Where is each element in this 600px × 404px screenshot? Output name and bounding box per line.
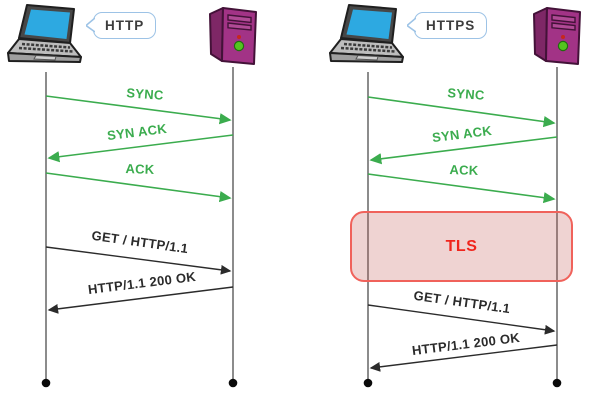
http-client-endpoint-dot [41,378,51,388]
laptop-touchpad [33,54,57,61]
server-drive-bay [227,22,252,31]
server-side-panel [209,7,224,62]
https-sync-label: SYNC [446,85,486,103]
https-ack-label: ACK [449,161,479,179]
laptop-screen [24,9,70,39]
http-synack-arrow [47,134,234,163]
http-ack-arrow [45,172,232,203]
server-power-led-red [237,35,241,39]
laptop-icon [7,4,82,63]
bubble-tail [407,17,416,33]
http-200ok-arrow [47,286,234,314]
server-power-led-red [561,35,565,39]
server-drive-bay [227,14,252,24]
tls-label: TLS [445,237,478,255]
server-power-button-green [233,40,245,52]
https-sync-arrow [367,96,556,128]
http-get-arrow [45,246,232,275]
bubble-tail [86,17,95,33]
server-side-panel [533,7,548,62]
https-synack-arrow [369,136,558,165]
https-server-endpoint-dot [552,378,562,388]
tls-handshake-box: TLS [350,211,573,282]
server-drive-bay [551,14,576,24]
laptop-icon [329,4,404,63]
http-protocol-bubble: HTTP [86,12,157,39]
http-ack-label: ACK [125,160,155,178]
server-drive-bay [551,22,576,31]
server-icon [533,7,581,65]
https-200ok-arrow [369,344,558,372]
server-icon [209,7,257,65]
http-server-endpoint-dot [228,378,238,388]
https-get-arrow [367,304,556,335]
https-ack-arrow [367,173,556,204]
https-protocol-bubble: HTTPS [407,12,488,39]
https-protocol-label: HTTPS [426,18,476,33]
http-protocol-label: HTTP [105,18,145,33]
http-sync-arrow [45,95,232,125]
https-client-endpoint-dot [363,378,373,388]
laptop-touchpad [355,54,379,61]
http-sync-label: SYNC [125,85,165,103]
server-power-button-green [557,40,569,52]
laptop-screen [346,9,392,39]
